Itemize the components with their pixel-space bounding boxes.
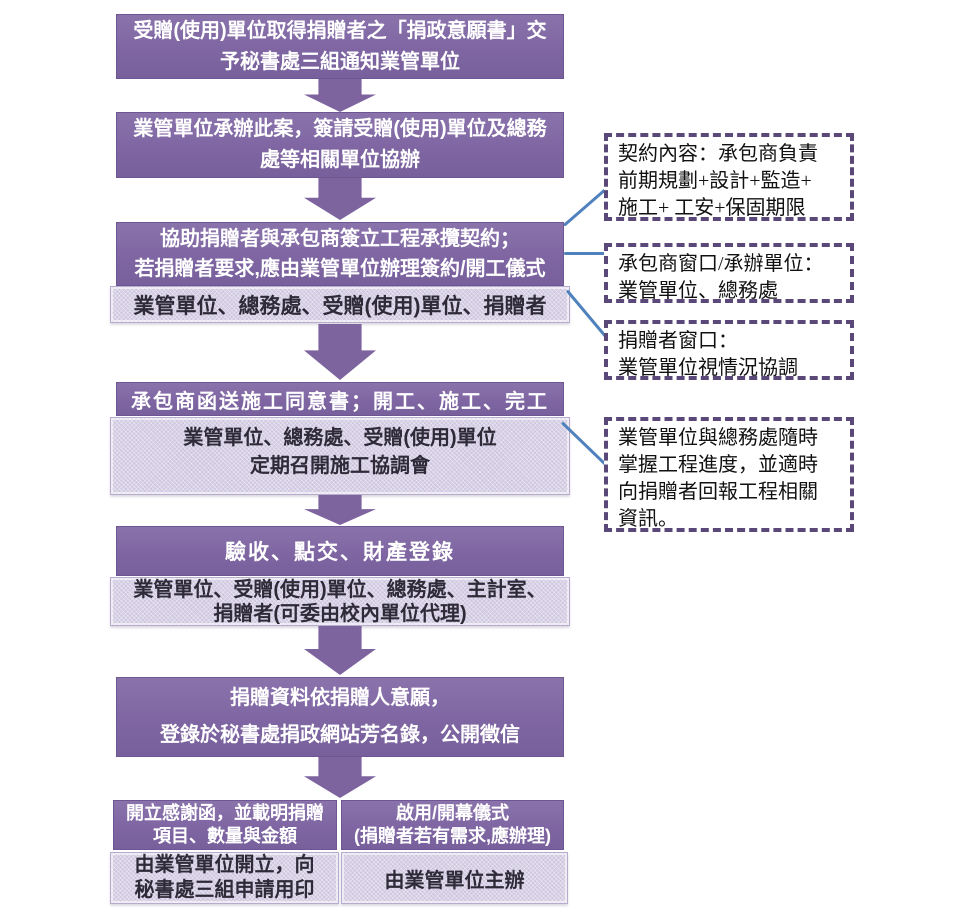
final-right-header-text: 啟用/開幕儀式 [395,803,509,823]
callout-text-line: 承包商窗口/承辦單位： [618,253,824,275]
step-5-text-line: 驗收、點交、財產登錄 [225,541,455,564]
step-6-text-line: 登錄於秘書處捐政網站芳名錄，公開徵信 [160,724,520,746]
callout-text-line: 業管單位、總務處 [618,280,778,302]
connector-line [564,252,608,255]
down-arrow-icon [304,79,376,112]
final-left-sub-text: 由業管單位開立，向 [134,854,315,876]
final-left-sub-box: 由業管單位開立，向 秘書處三組申請用印 [110,852,339,904]
step-6-box: 捐贈資料依捐贈人意願， 登錄於秘書處捐政網站芳名錄，公開徵信 [116,677,564,757]
step-1-box: 受贈(使用)單位取得捐贈者之「捐政意願書」交 予秘書處三組通知業管單位 [116,14,564,79]
final-right-header-box: 啟用/開幕儀式 (捐贈者若有需求,應辦理) [341,800,564,850]
step-4-participants-text: 業管單位、總務處、受贈(使用)單位 [183,427,497,449]
final-right-sub-text: 由業管單位主辦 [384,869,525,892]
callout-text-line: 業管單位與總務處隨時 [618,427,818,449]
step-1-text-line: 受贈(使用)單位取得捐贈者之「捐政意願書」交 [133,19,547,42]
step-6-text-line: 捐贈資料依捐贈人意願， [230,687,450,709]
callout-contract-content: 契約內容：承包商負責 前期規劃+設計+監造+ 施工+ 工安+保固期限 [604,133,854,221]
down-arrow-icon [304,757,376,798]
callout-progress-report: 業管單位與總務處隨時 掌握工程進度，並適時 向捐贈者回報工程相關 資訊。 [604,417,854,532]
down-arrow-icon [304,495,376,525]
step-2-box: 業管單位承辦此案，簽請受贈(使用)單位及總務 處等相關單位協辦 [116,112,564,178]
step-2-text-line: 處等相關單位協辦 [260,149,420,171]
step-4-participants-text: 定期召開施工協調會 [250,455,430,477]
down-arrow-icon [304,626,376,675]
step-4-participants-box: 業管單位、總務處、受贈(使用)單位 定期召開施工協調會 [110,417,570,495]
final-left-header-text: 開立感謝函，並載明捐贈 [126,803,324,823]
callout-contractor-window: 承包商窗口/承辦單位： 業管單位、總務處 [604,243,854,303]
down-arrow-icon [304,178,376,220]
final-right-header-text: (捐贈者若有需求,應辦理) [354,826,551,846]
step-2-text-line: 業管單位承辦此案，簽請受贈(使用)單位及總務 [133,118,547,140]
final-left-sub-text: 秘書處三組申請用印 [134,879,315,901]
step-3-text-line: 協助捐贈者與承包商簽立工程承攬契約； [160,228,520,250]
step-1-text-line: 予秘書處三組通知業管單位 [220,50,460,73]
step-5-participants-box: 業管單位、受贈(使用)單位、總務處、主計室、 捐贈者(可委由校內單位代理) [110,577,570,626]
step-4-text-line: 承包商函送施工同意書；開工、施工、完工 [131,390,549,413]
callout-text-line: 捐贈者窗口： [618,330,738,352]
step-5-participants-text: 業管單位、受贈(使用)單位、總務處、主計室、 [133,578,547,601]
step-5-box: 驗收、點交、財產登錄 [116,526,564,576]
callout-text-line: 掌握工程進度，並適時 [618,454,818,476]
callout-text-line: 契約內容：承包商負責 [618,143,818,165]
callout-text-line: 業管單位視情況協調 [618,357,798,379]
callout-text-line: 資訊。 [618,508,678,530]
connector-line [565,289,609,340]
callout-text-line: 施工+ 工安+保固期限 [618,197,806,219]
callout-donor-window: 捐贈者窗口： 業管單位視情況協調 [604,320,854,380]
step-5-participants-text: 捐贈者(可委由校內單位代理) [213,602,467,625]
final-right-sub-box: 由業管單位主辦 [341,852,568,904]
down-arrow-icon [304,324,376,380]
step-3-text-line: 若捐贈者要求,應由業管單位辦理簽約/開工儀式 [134,258,546,280]
step-3-box: 協助捐贈者與承包商簽立工程承攬契約； 若捐贈者要求,應由業管單位辦理簽約/開工儀… [116,222,564,286]
callout-text-line: 向捐贈者回報工程相關 [618,481,818,503]
step-4-box: 承包商函送施工同意書；開工、施工、完工 [116,382,564,416]
final-left-header-text: 項目、數量與金額 [153,826,297,846]
step-3-participants-box: 業管單位、總務處、受贈(使用)單位、捐贈者 [110,286,570,323]
connector-line [563,185,610,227]
step-3-participants-text: 業管單位、總務處、受贈(使用)單位、捐贈者 [133,294,547,318]
callout-text-line: 前期規劃+設計+監造+ [618,170,812,192]
final-left-header-box: 開立感謝函，並載明捐贈 項目、數量與金額 [113,800,337,850]
